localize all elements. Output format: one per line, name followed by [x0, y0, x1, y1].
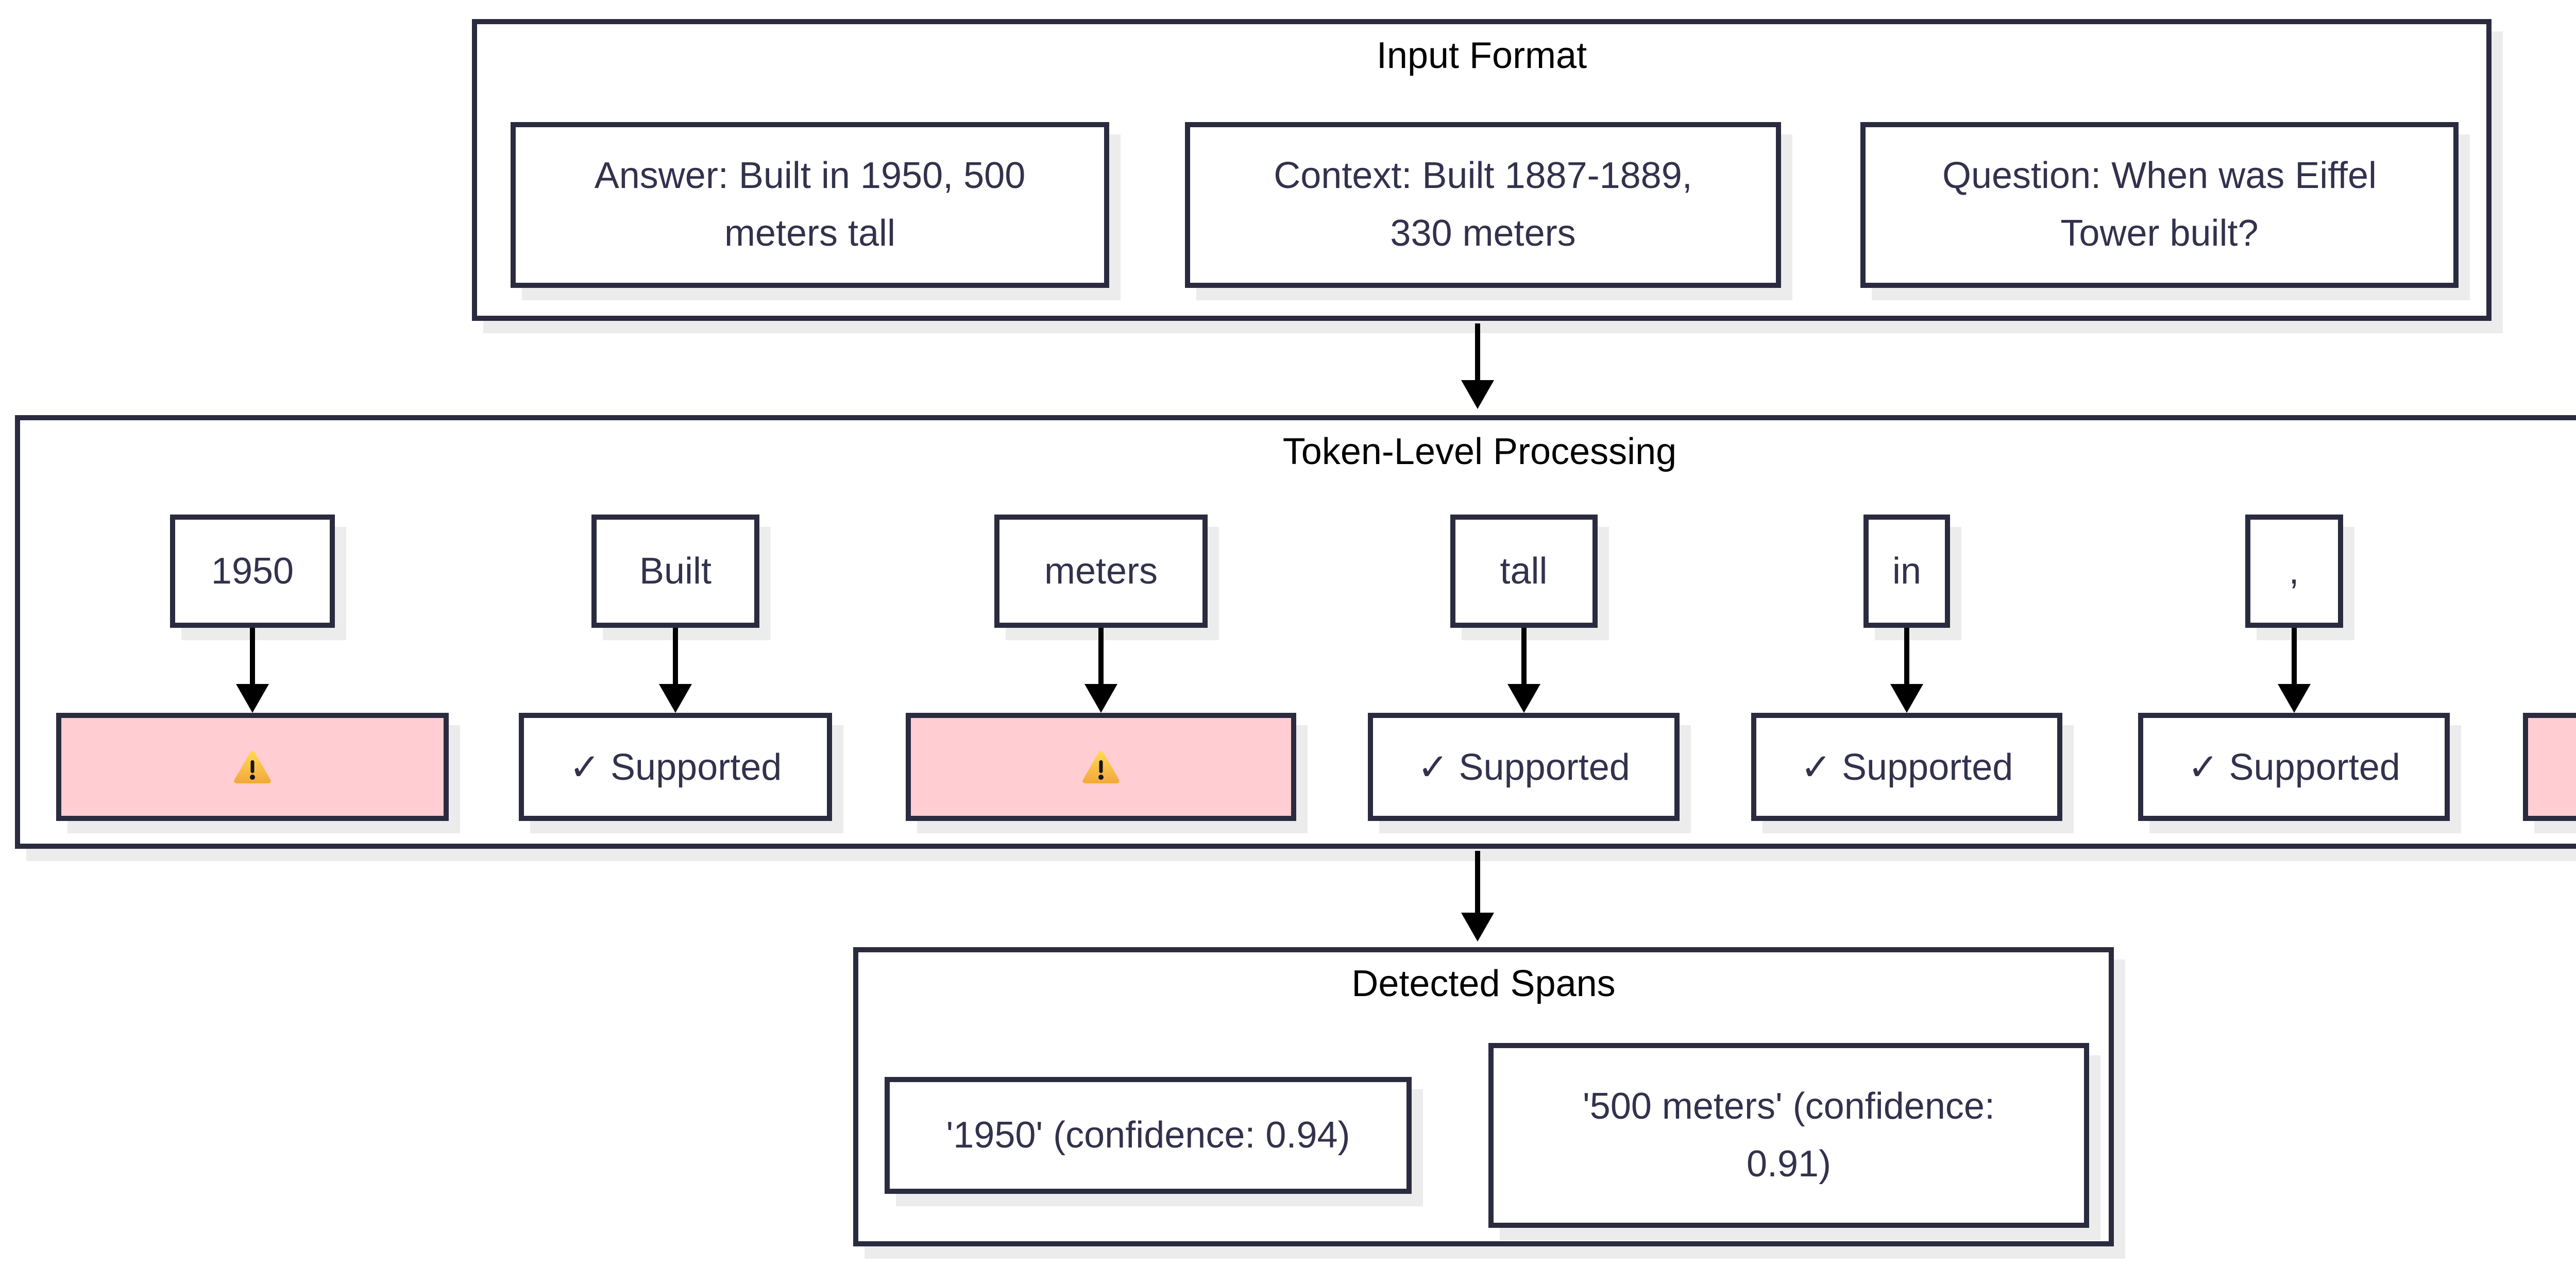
down-arrow — [236, 628, 269, 713]
warning-status-box — [906, 713, 1296, 821]
arrow-stem — [1475, 851, 1480, 915]
arrow-stem — [673, 628, 678, 686]
token-box: Built — [591, 515, 759, 628]
warning-icon — [1082, 751, 1120, 783]
supported-label: ✓ Supported — [569, 747, 782, 788]
supported-label: ✓ Supported — [1417, 747, 1630, 788]
token-column: in ✓ Supported — [1751, 515, 2062, 821]
arrow-head — [1461, 380, 1494, 409]
token-box: 1950 — [170, 515, 335, 628]
question-node: Question: When was Eiffel Tower built? — [1860, 122, 2459, 288]
down-arrow-input-to-tokens — [1461, 323, 1494, 409]
token-box: meters — [994, 515, 1208, 628]
token-column: meters — [906, 515, 1296, 821]
arrow-head — [2277, 684, 2311, 713]
arrow-head — [1890, 684, 1923, 713]
detected-spans-section: Detected Spans '1950' (confidence: 0.94)… — [853, 947, 2114, 1246]
down-arrow — [1890, 628, 1923, 713]
token-label: tall — [1500, 551, 1548, 592]
token-column: 500 — [2523, 515, 2576, 821]
down-arrow — [1084, 628, 1117, 713]
arrow-stem — [250, 628, 255, 686]
question-label: Question: When was Eiffel Tower built? — [1942, 155, 2377, 254]
arrow-head — [1507, 684, 1540, 713]
detected-span-label: '1950' (confidence: 0.94) — [946, 1114, 1350, 1156]
input-format-title: Input Format — [1376, 35, 1587, 76]
arrow-stem — [1098, 628, 1104, 686]
input-format-section: Input Format Answer: Built in 1950, 500 … — [472, 19, 2492, 321]
down-arrow — [2277, 628, 2311, 713]
supported-status-box: ✓ Supported — [2138, 713, 2450, 821]
arrow-head — [659, 684, 692, 713]
context-node: Context: Built 1887-1889, 330 meters — [1185, 122, 1781, 288]
token-column: , ✓ Supported — [2138, 515, 2450, 821]
detected-spans-title: Detected Spans — [1351, 963, 1616, 1004]
arrow-stem — [2291, 628, 2297, 686]
arrow-stem — [1475, 323, 1480, 382]
token-label: in — [1892, 551, 1922, 592]
token-label: , — [2289, 551, 2299, 592]
token-column: 1950 — [56, 515, 449, 821]
arrow-head — [1084, 684, 1117, 713]
token-column: tall ✓ Supported — [1368, 515, 1680, 821]
token-box: , — [2245, 515, 2343, 628]
arrow-head — [236, 684, 269, 713]
token-label: 1950 — [211, 551, 294, 592]
token-label: meters — [1044, 551, 1158, 592]
warning-status-box — [2523, 713, 2576, 821]
supported-status-box: ✓ Supported — [1751, 713, 2062, 821]
token-box: tall — [1450, 515, 1598, 628]
down-arrow — [659, 628, 692, 713]
detected-span-node: '1950' (confidence: 0.94) — [885, 1077, 1412, 1194]
arrow-stem — [1904, 628, 1909, 686]
arrow-stem — [1521, 628, 1527, 686]
token-box: in — [1863, 515, 1950, 628]
down-arrow-tokens-to-spans — [1461, 851, 1494, 941]
detected-span-label: '500 meters' (confidence: 0.91) — [1583, 1085, 1995, 1185]
supported-label: ✓ Supported — [2188, 747, 2400, 788]
token-label: Built — [639, 551, 712, 592]
answer-node: Answer: Built in 1950, 500 meters tall — [511, 122, 1109, 288]
context-label: Context: Built 1887-1889, 330 meters — [1274, 155, 1692, 254]
supported-status-box: ✓ Supported — [519, 713, 832, 821]
token-column: Built ✓ Supported — [519, 515, 832, 821]
supported-status-box: ✓ Supported — [1368, 713, 1680, 821]
down-arrow — [1507, 628, 1540, 713]
detected-span-node: '500 meters' (confidence: 0.91) — [1488, 1043, 2089, 1228]
token-processing-title: Token-Level Processing — [1282, 431, 1677, 472]
warning-status-box — [56, 713, 449, 821]
token-processing-section: Token-Level Processing 1950 Built — [15, 415, 2576, 849]
warning-icon — [234, 751, 271, 783]
answer-label: Answer: Built in 1950, 500 meters tall — [594, 155, 1026, 254]
arrow-head — [1461, 913, 1494, 941]
supported-label: ✓ Supported — [1800, 747, 2013, 788]
